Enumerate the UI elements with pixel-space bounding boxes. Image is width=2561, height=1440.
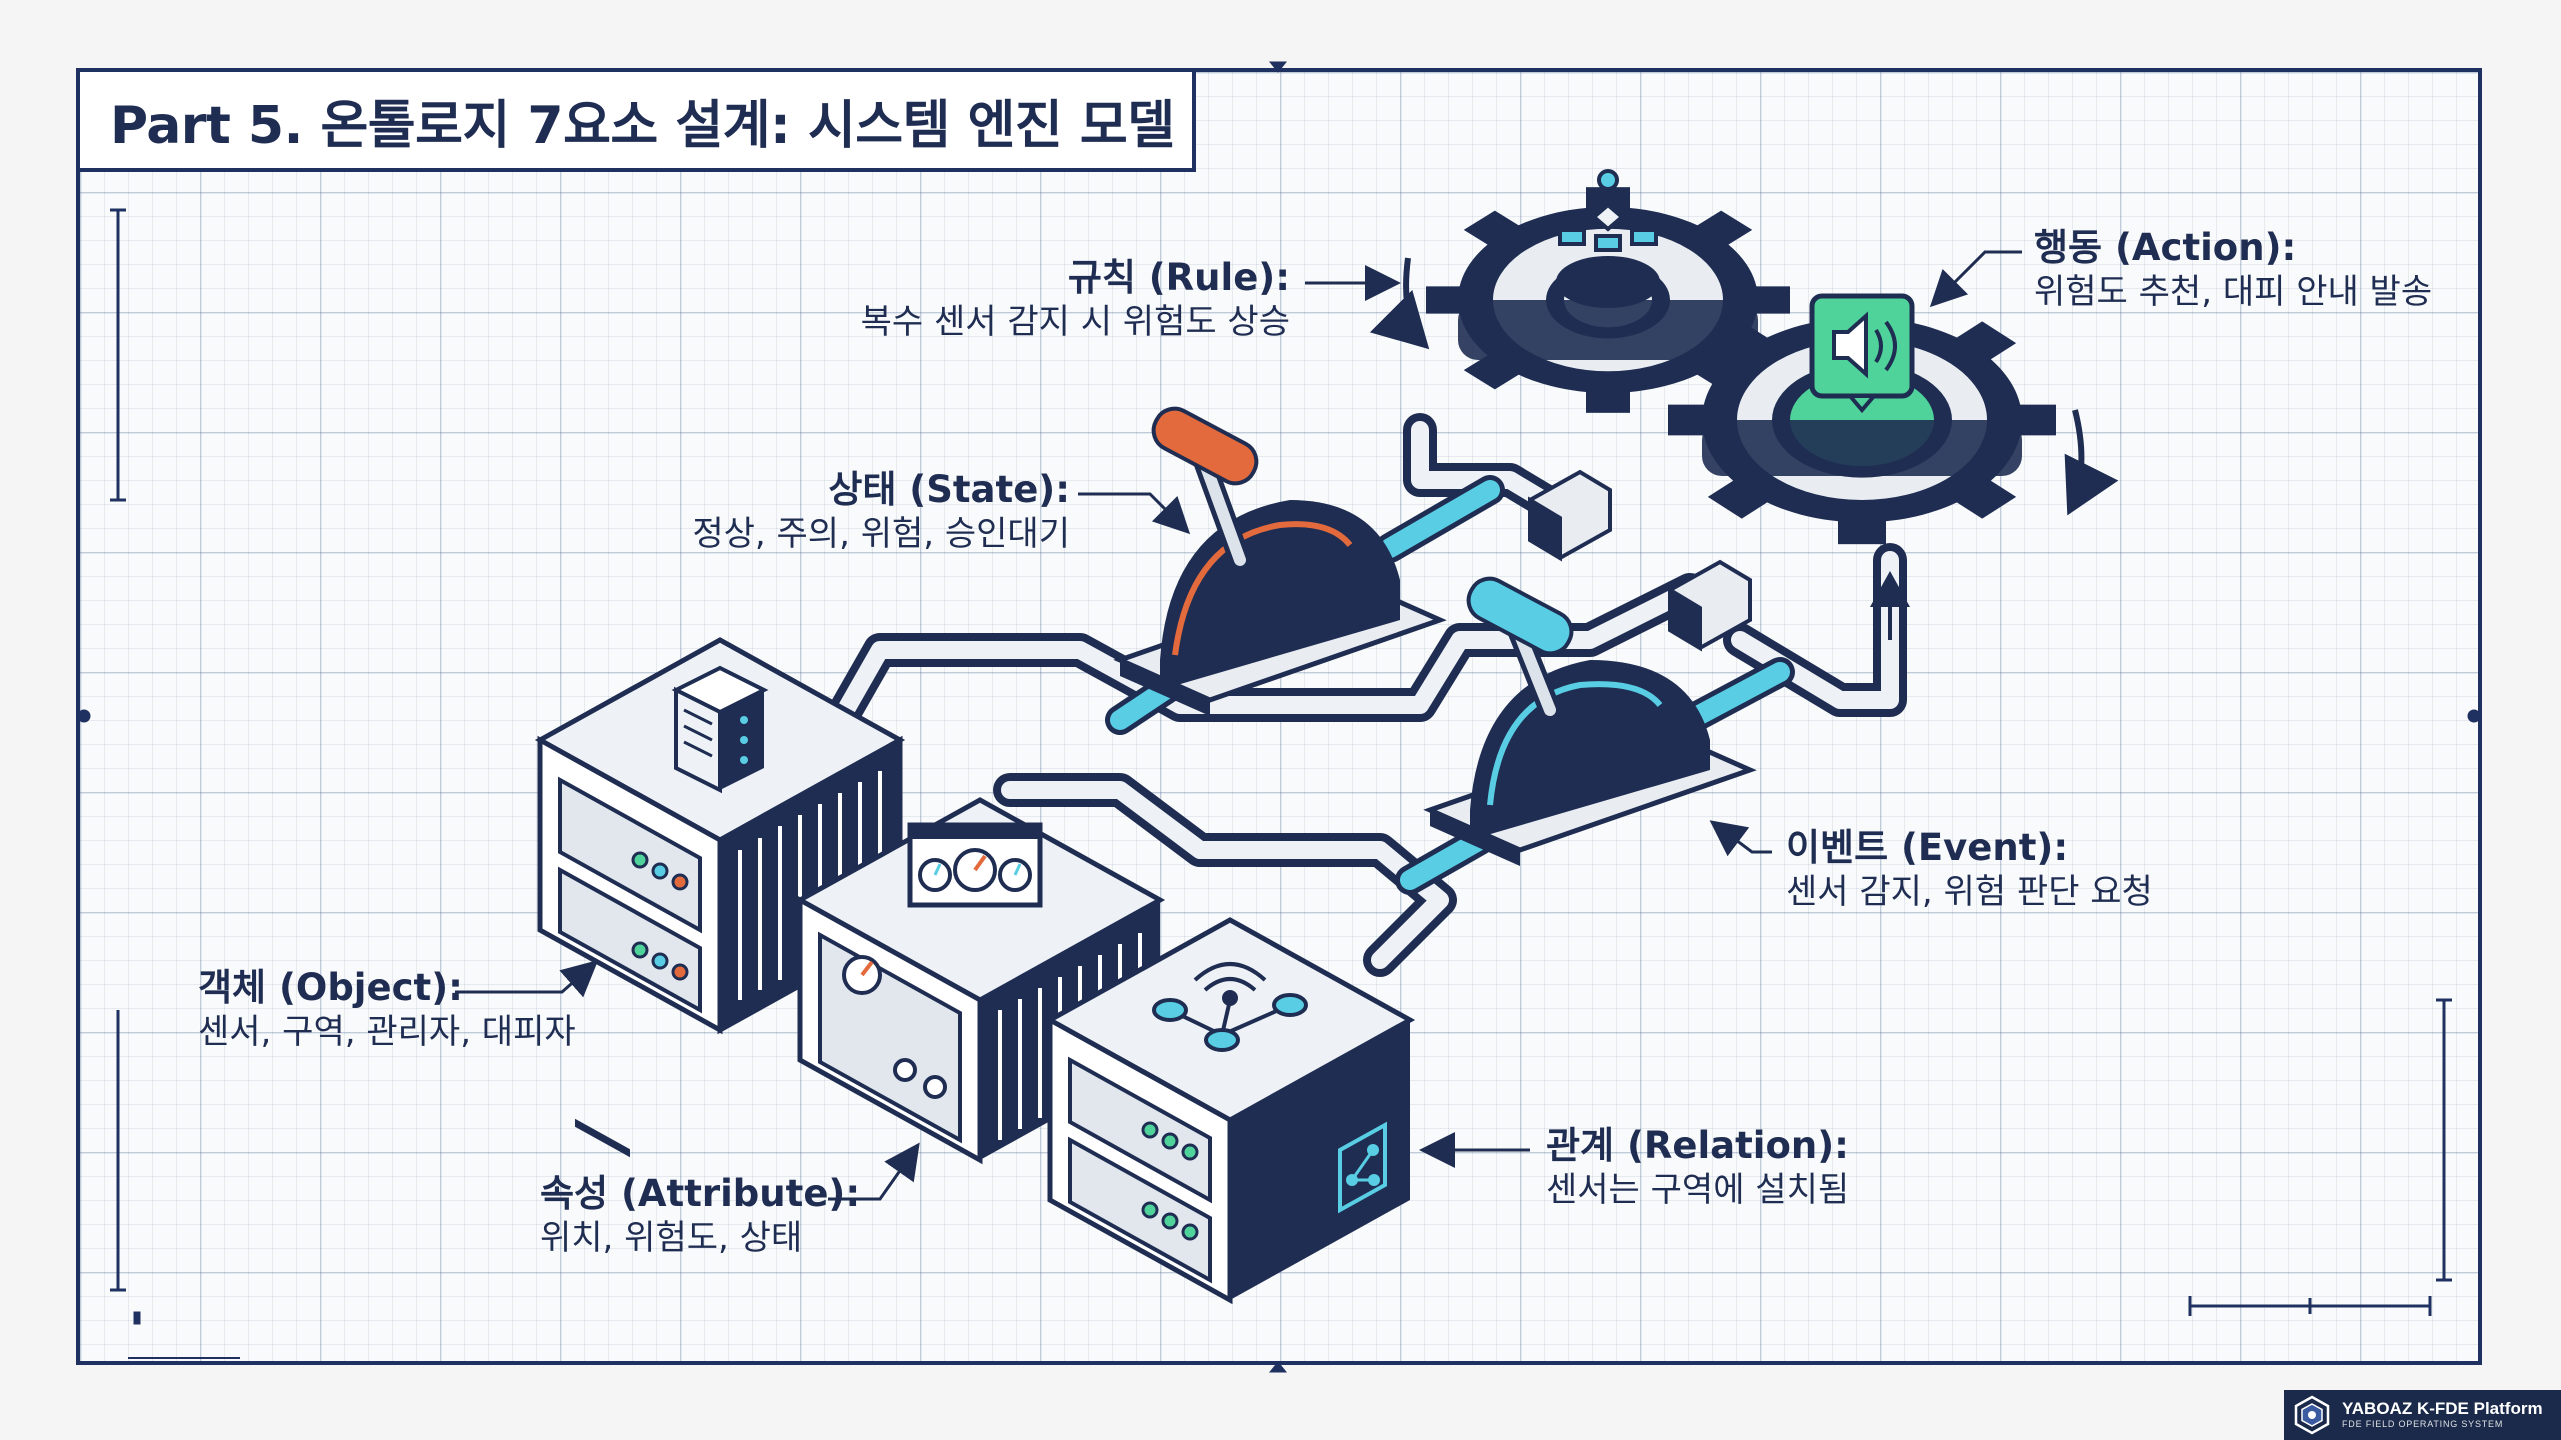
- network-icon: [1152, 962, 1308, 1052]
- label-rule: 규칙 (Rule): 복수 센서 감지 시 위험도 상승: [860, 256, 1290, 345]
- attribute-heading: 속성 (Attribute):: [540, 1172, 861, 1215]
- server-icon: [671, 665, 769, 794]
- object-desc: 센서, 구역, 관리자, 대피자: [198, 1012, 576, 1053]
- state-desc: 정상, 주의, 위험, 승인대기: [692, 514, 1070, 555]
- label-relation: 관계 (Relation): 센서는 구역에 설치됨: [1546, 1124, 1849, 1213]
- brand-logo-icon: [2294, 1395, 2330, 1435]
- state-heading: 상태 (State):: [828, 468, 1070, 511]
- speaker-icon: [1809, 293, 1915, 414]
- relation-desc: 센서는 구역에 설치됨: [1546, 1170, 1850, 1211]
- label-object: 객체 (Object): 센서, 구역, 관리자, 대피자: [198, 966, 576, 1055]
- label-event: 이벤트 (Event): 센서 감지, 위험 판단 요청: [1786, 826, 2153, 915]
- page-title: Part 5. 온톨로지 7요소 설계: 시스템 엔진 모델: [110, 95, 1175, 156]
- flowchart-icon: [1556, 169, 1660, 308]
- attribute-desc: 위치, 위험도, 상태: [540, 1218, 803, 1259]
- event-lever: [1423, 576, 1757, 866]
- frame-ticks: [77, 61, 2481, 1373]
- event-desc: 센서 감지, 위험 판단 요청: [1786, 872, 2153, 913]
- share-icon: [1338, 1121, 1387, 1214]
- action-heading: 행동 (Action):: [2034, 226, 2297, 269]
- rule-heading: 규칙 (Rule):: [1067, 256, 1290, 299]
- brand-tagline: FDE FIELD OPERATING SYSTEM: [2342, 1418, 2504, 1429]
- title-box: Part 5. 온톨로지 7요소 설계: 시스템 엔진 모델: [76, 68, 1196, 172]
- brand-badge: YABOAZ K-FDE Platform FDE FIELD OPERATIN…: [2284, 1390, 2561, 1440]
- brand-name: YABOAZ K-FDE Platform: [2342, 1398, 2543, 1418]
- state-lever: [1113, 406, 1447, 716]
- rule-desc: 복수 센서 감지 시 위험도 상승: [860, 302, 1290, 343]
- relation-block: [1044, 917, 1416, 1305]
- callout-lines: [455, 250, 2022, 1201]
- gauge-panel-icon: [907, 822, 1043, 908]
- label-attribute: 속성 (Attribute): 위치, 위험도, 상태: [540, 1172, 860, 1261]
- event-heading: 이벤트 (Event):: [1786, 826, 2069, 869]
- label-action: 행동 (Action): 위험도 추천, 대피 안내 발송: [2034, 226, 2432, 315]
- object-heading: 객체 (Object):: [198, 966, 463, 1009]
- label-state: 상태 (State): 정상, 주의, 위험, 승인대기: [640, 468, 1070, 557]
- couplings: [1528, 469, 1752, 652]
- relation-heading: 관계 (Relation):: [1546, 1124, 1849, 1167]
- action-desc: 위험도 추천, 대피 안내 발송: [2034, 272, 2433, 313]
